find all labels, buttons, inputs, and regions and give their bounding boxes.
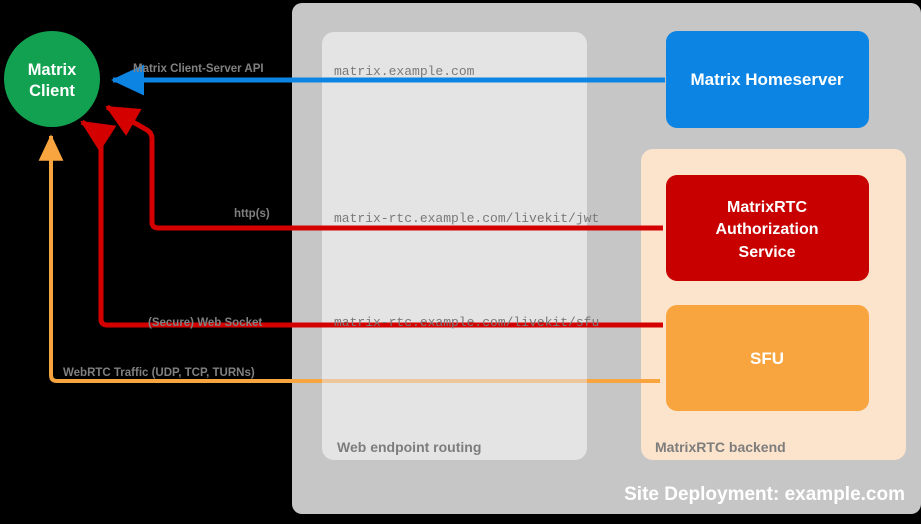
matrix-client-label-line1: Matrix — [28, 61, 77, 79]
webrtc-arrow-line — [38, 134, 660, 383]
connection-websocket — [80, 119, 663, 328]
websocket-arrow-line — [80, 119, 663, 328]
webrtc-label: WebRTC Traffic (UDP, TCP, TURNs) — [63, 367, 255, 379]
https-label: http(s) — [234, 208, 270, 220]
auth-service-label-line1: MatrixRTC — [727, 199, 807, 216]
matrix-homeserver-label: Matrix Homeserver — [690, 70, 843, 89]
auth-service-label-line3: Service — [739, 244, 796, 261]
site-deployment-title: Site Deployment: example.com — [624, 484, 905, 505]
https-arrow-line — [105, 104, 663, 231]
auth-service-label-line2: Authorization — [715, 221, 818, 238]
matrixrtc-backend-title: MatrixRTC backend — [655, 439, 786, 455]
cs-api-label: Matrix Client-Server API — [133, 63, 264, 75]
matrix-homeserver-node[interactable] — [666, 31, 869, 128]
endpoint-url-livekit-jwt: matrix-rtc.example.com/livekit/jwt — [334, 211, 599, 226]
routing-panel-overlay — [322, 360, 587, 402]
web-endpoint-routing-title: Web endpoint routing — [337, 439, 481, 455]
sfu-label: SFU — [750, 349, 784, 368]
connection-https — [105, 104, 663, 231]
matrix-client-node[interactable] — [4, 31, 100, 127]
websocket-label: (Secure) Web Socket — [148, 317, 262, 329]
matrix-client-label-line2: Client — [29, 82, 75, 100]
matrixrtc-authorization-service-node[interactable] — [666, 175, 869, 281]
sfu-node[interactable] — [666, 305, 869, 411]
endpoint-url-livekit-sfu: matrix-rtc.example.com/livekit/sfu — [334, 315, 599, 330]
web-endpoint-routing-panel — [322, 32, 587, 460]
connection-webrtc — [38, 134, 660, 383]
endpoint-url-matrix: matrix.example.com — [334, 64, 475, 79]
